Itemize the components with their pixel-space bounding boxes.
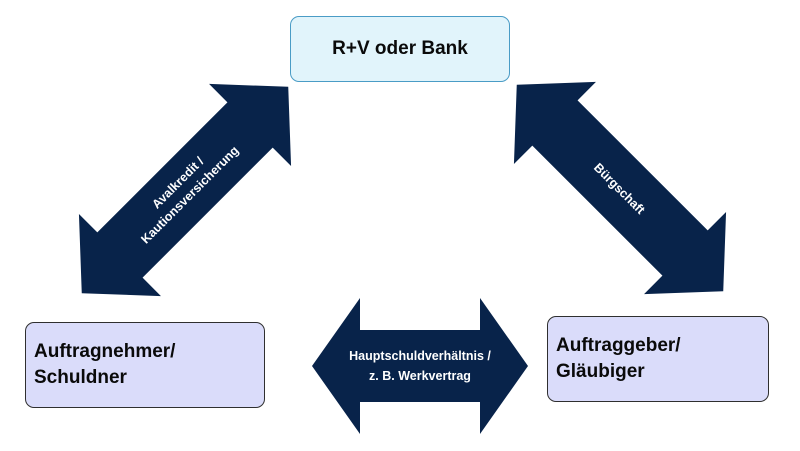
client-label-line1: Auftraggeber/ (556, 335, 681, 356)
contractor-label-line2: Schuldner (34, 367, 127, 388)
provider-label: R+V oder Bank (332, 38, 468, 59)
arrow-left-double: Avalkredit / Kautionsversicherung (78, 83, 292, 297)
arrow-bottom-label-line1: Hauptschuldverhältnis / (349, 349, 491, 363)
arrow-bottom-label-line2: z. B. Werkvertrag (369, 369, 471, 383)
client-label-line2: Gläubiger (556, 361, 645, 382)
arrow-bottom-shape (312, 298, 528, 434)
contractor-label-line1: Auftragnehmer/ (34, 341, 176, 362)
arrow-bottom-double: Hauptschuldverhältnis / z. B. Werkvertra… (312, 298, 528, 434)
arrow-left-shape (78, 83, 292, 297)
provider-box: R+V oder Bank (290, 16, 510, 82)
contractor-box: Auftragnehmer/ Schuldner (25, 322, 265, 408)
client-box: Auftraggeber/ Gläubiger (547, 316, 769, 402)
arrow-right-shape (513, 81, 727, 295)
arrow-right-double: Bürgschaft (513, 81, 727, 295)
